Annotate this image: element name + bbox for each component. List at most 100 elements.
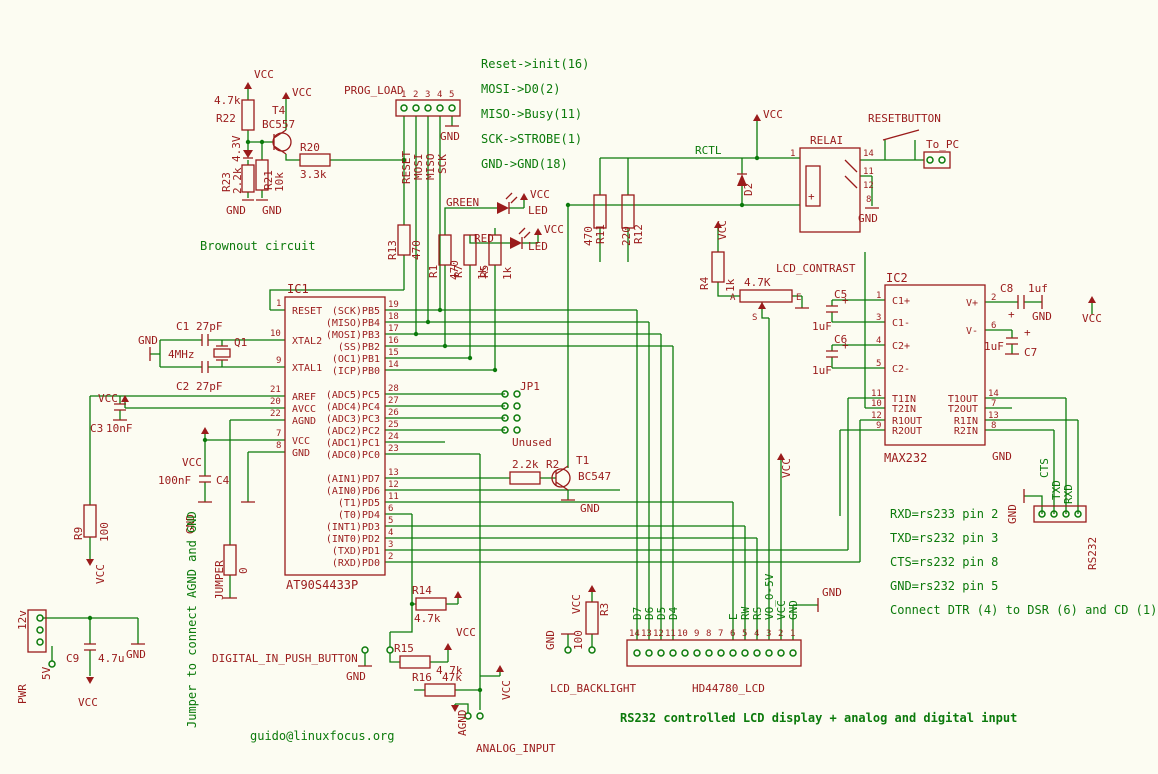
schematic-label: 28 (388, 384, 399, 394)
schematic-label: RED (474, 232, 494, 245)
resistor-r23 (241, 164, 255, 193)
schematic-label: 26 (388, 408, 399, 418)
annotation: Connect DTR (4) to DSR (6) and CD (1) (890, 603, 1157, 617)
schematic-label: 4 (876, 336, 881, 346)
capacitor-plates (84, 295, 1025, 651)
schematic-label: GND (580, 502, 600, 515)
schematic-label: VCC (1082, 312, 1102, 325)
schematic-label: 6 (388, 504, 393, 514)
schematic-label: GND (138, 334, 158, 347)
connector-pad (588, 646, 596, 654)
schematic-label: 12v (16, 610, 29, 630)
schematic-label: 11 (863, 167, 874, 177)
schematic-label: 1k (501, 266, 514, 280)
pin-name: AGND (292, 416, 316, 427)
net-label: VO_0-5V (763, 573, 776, 620)
pin-name: R2IN (954, 426, 978, 437)
schematic-label: 1k (476, 266, 489, 280)
resistor-r16 (424, 683, 456, 697)
vcc-arrow (753, 114, 761, 121)
pin-name: AVCC (292, 404, 316, 415)
connector-pad (753, 649, 761, 657)
schematic-label: 4 (388, 528, 393, 538)
schematic-label: + (808, 190, 815, 203)
connector-pad (657, 649, 665, 657)
schematic-label: 11 (388, 492, 399, 502)
schematic-label: 100 (572, 630, 585, 650)
junction-dots (87, 139, 760, 693)
relay-coil (805, 165, 821, 207)
connector-pad (705, 649, 713, 657)
schematic-label: 12 (388, 480, 399, 490)
part-ref: JP1 (520, 380, 540, 393)
vcc-arrow (496, 665, 504, 672)
connector-pad (513, 414, 521, 422)
schematic-label: + (842, 294, 849, 307)
connector-pad (938, 156, 946, 164)
pin-name: XTAL1 (292, 363, 322, 374)
pwr-connector-body (27, 609, 47, 653)
diode-d2 (737, 174, 747, 186)
pin-name: (INT1)PD3 (326, 522, 380, 533)
connector-name: LCD_BACKLIGHT (550, 682, 636, 695)
schematic-label: 17 (388, 324, 399, 334)
schematic-label: 27 (388, 396, 399, 406)
pin-name: T1OUT (948, 394, 978, 405)
schematic-label: R23 (220, 172, 233, 192)
schematic-label: 470 (448, 260, 461, 280)
schematic-label: BC557 (262, 118, 295, 131)
schematic-label: R1 (427, 265, 440, 278)
schematic-label: 2.2k (512, 458, 539, 471)
schematic-label: C5 (834, 288, 847, 301)
pin-name: R2OUT (892, 426, 922, 437)
pin-name: (T1)PD5 (338, 498, 380, 509)
schematic-label: 470 (582, 226, 595, 246)
schematic-label: 4 (754, 629, 759, 639)
annotation: MISO->Busy(11) (481, 107, 582, 121)
schematic-label: 1uf (1028, 282, 1048, 295)
junction-dot (425, 319, 431, 325)
schematic-label: 1uF (812, 320, 832, 333)
pin-name: (SCK)PB5 (332, 306, 380, 317)
part-ref: IC2 (886, 271, 908, 285)
schematic-label: R15 (394, 642, 414, 655)
part-value: AT90S4433P (286, 578, 358, 592)
pin-name: T1IN (892, 394, 916, 405)
resistor-r5 (488, 234, 502, 266)
schematic-label: 14 (629, 629, 640, 639)
transistor-t4 (272, 132, 292, 152)
schematic-label: R2 (546, 458, 559, 471)
schematic-label: 25 (388, 420, 399, 430)
pin-name: (OC1)PB1 (332, 354, 380, 365)
connector-pad (693, 649, 701, 657)
zener-d1 (243, 150, 253, 158)
schematic-label: LED (528, 240, 548, 253)
schematic-label: R16 (412, 671, 432, 684)
schematic-label: 8 (706, 629, 711, 639)
schematic-label: 11 (665, 629, 676, 639)
resistor-r9 (83, 504, 97, 538)
pin-name: (RXD)PD0 (332, 558, 380, 569)
schematic-label: R21 (262, 170, 275, 190)
schematic-label: R5 (478, 265, 491, 278)
schematic-label: VCC (98, 392, 118, 405)
connector-pad (501, 390, 509, 398)
schematic-label: D2 (742, 183, 755, 196)
schematic-label: GND (262, 204, 282, 217)
net-label: D5 (655, 607, 668, 620)
pin-name: (ICP)PB0 (332, 366, 380, 377)
schematic-label: C7 (1024, 346, 1037, 359)
schematic-label: 10 (677, 629, 688, 639)
vcc-arrow (588, 585, 596, 592)
schematic-label: VCC (763, 108, 783, 121)
pin-name: (ADC4)PC4 (326, 402, 380, 413)
resistor-jumper-0ohm (223, 544, 237, 576)
schematic-label: GREEN (446, 196, 479, 209)
schematic-label: 9 (876, 421, 881, 431)
schematic-label: 4.7u (98, 652, 125, 665)
schematic-label: JUMPER (213, 560, 226, 600)
schematic-label: + (1024, 326, 1031, 339)
schematic-label: GND (822, 586, 842, 599)
connector-pad (926, 156, 934, 164)
schematic-label: 18 (388, 312, 399, 322)
